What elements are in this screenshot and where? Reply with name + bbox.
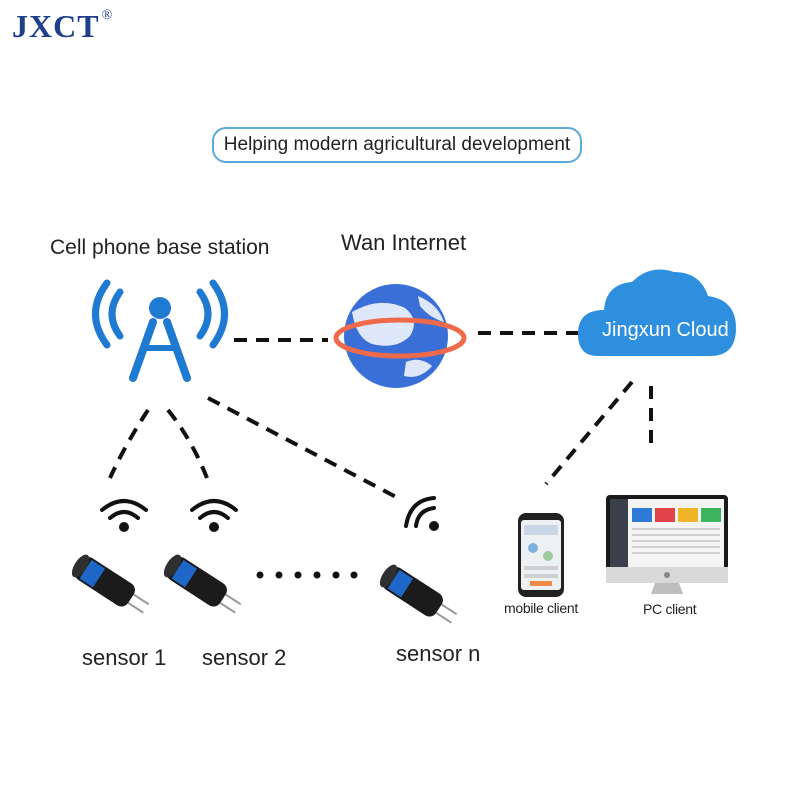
wifi-icon-n <box>404 496 439 531</box>
sensor-2-label: sensor 2 <box>202 645 287 670</box>
mobile-phone-icon <box>518 513 564 597</box>
sensor-n-icon <box>379 564 458 624</box>
mobile-client-label: mobile client <box>504 600 578 616</box>
registered-mark: ® <box>101 8 114 24</box>
sensor-2-icon <box>163 554 242 614</box>
globe-icon <box>333 284 467 388</box>
link-base-sensorn <box>207 396 399 500</box>
slogan-banner: Helping modern agricultural development <box>212 127 582 163</box>
pc-monitor-icon <box>606 495 728 594</box>
cell-tower-icon <box>92 279 228 382</box>
logo-text: JXCT <box>12 8 100 44</box>
link-cloud-mobile <box>544 380 634 486</box>
cloud-icon: Jingxun Cloud <box>578 269 736 356</box>
sensor-1-icon <box>71 554 150 614</box>
link-base-sensor2 <box>166 408 209 479</box>
wifi-icon-1 <box>100 499 148 532</box>
pc-client-label: PC client <box>643 601 697 617</box>
wifi-icon-2 <box>190 499 238 532</box>
jxct-logo: JXCT® <box>12 8 113 45</box>
base-station-label: Cell phone base station <box>50 236 270 259</box>
cloud-label: Jingxun Cloud <box>602 319 729 341</box>
wan-internet-label: Wan Internet <box>341 230 467 255</box>
sensor-1-label: sensor 1 <box>82 645 167 670</box>
connection-lines <box>108 331 653 500</box>
sensor-n-label: sensor n <box>396 641 481 666</box>
ellipsis-dots <box>256 571 358 579</box>
slogan-text: Helping modern agricultural development <box>223 134 571 155</box>
link-base-sensor1 <box>108 408 150 479</box>
